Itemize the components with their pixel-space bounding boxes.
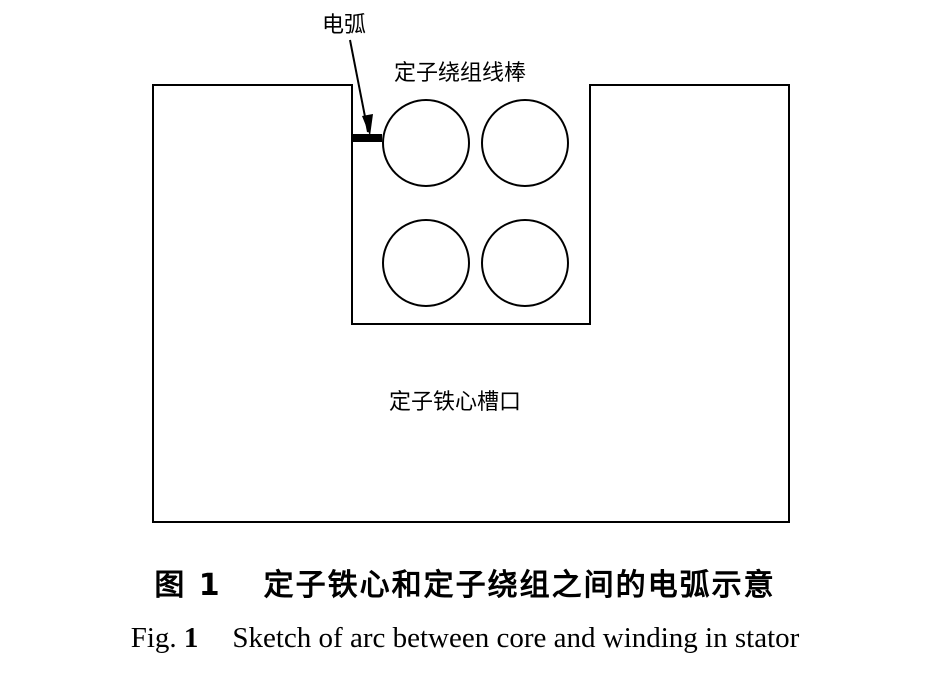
caption-cn-title: 定子铁心和定子绕组之间的电弧示意 [263, 568, 776, 603]
winding-bar [382, 99, 470, 187]
stator-core-outline [152, 84, 790, 523]
winding-bars-label: 定子绕组线棒 [394, 61, 526, 86]
caption-cn-figure-label: 图 1 [154, 568, 222, 603]
caption-en-figure-label: Fig. 1 [131, 622, 199, 654]
core-slot-label: 定子铁心槽口 [389, 390, 521, 415]
winding-bar [481, 219, 569, 307]
diagram: 电弧 定子绕组线棒 定子铁心槽口 [152, 13, 790, 523]
arc-marker [352, 134, 382, 142]
winding-bar [382, 219, 470, 307]
arc-leader-arrowhead [362, 114, 373, 136]
caption-en-title: Sketch of arc between core and winding i… [232, 622, 800, 654]
caption-en-fig-prefix: Fig. [130, 622, 177, 654]
caption-chinese: 图 1 定子铁心和定子绕组之间的电弧示意 [0, 560, 930, 604]
caption-english: Fig. 1 Sketch of arc between core and win… [0, 622, 930, 655]
winding-bar [481, 99, 569, 187]
caption-en-fig-number: 1 [183, 622, 199, 654]
arc-label: 电弧 [322, 13, 366, 38]
